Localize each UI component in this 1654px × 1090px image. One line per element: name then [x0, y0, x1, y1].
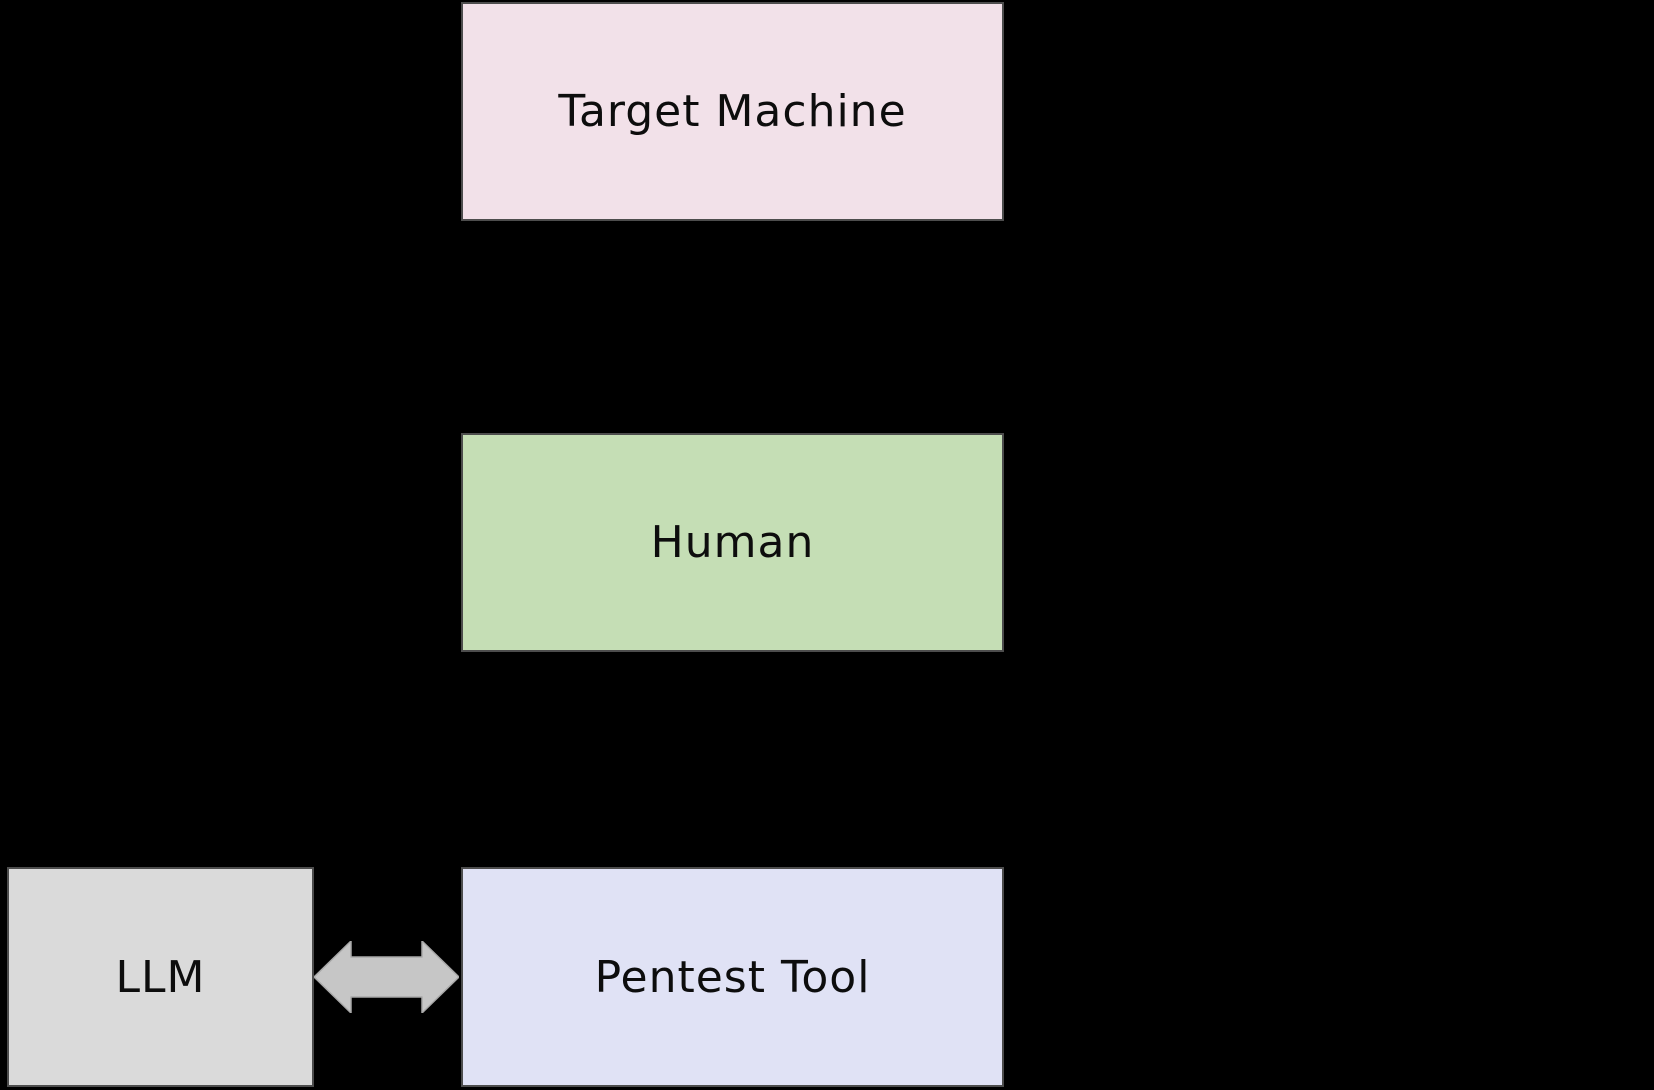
- double-arrow-icon: [314, 941, 459, 1013]
- double-arrow-shape: [314, 941, 459, 1013]
- node-human-label: Human: [650, 517, 815, 568]
- node-human: Human: [461, 433, 1004, 652]
- node-pentest-tool-label: Pentest Tool: [594, 951, 871, 1003]
- node-llm: LLM: [7, 867, 314, 1087]
- node-target-machine: Target Machine: [461, 2, 1004, 221]
- node-target-machine-label: Target Machine: [558, 86, 907, 137]
- node-pentest-tool: Pentest Tool: [461, 867, 1004, 1087]
- node-llm-label: LLM: [115, 951, 206, 1003]
